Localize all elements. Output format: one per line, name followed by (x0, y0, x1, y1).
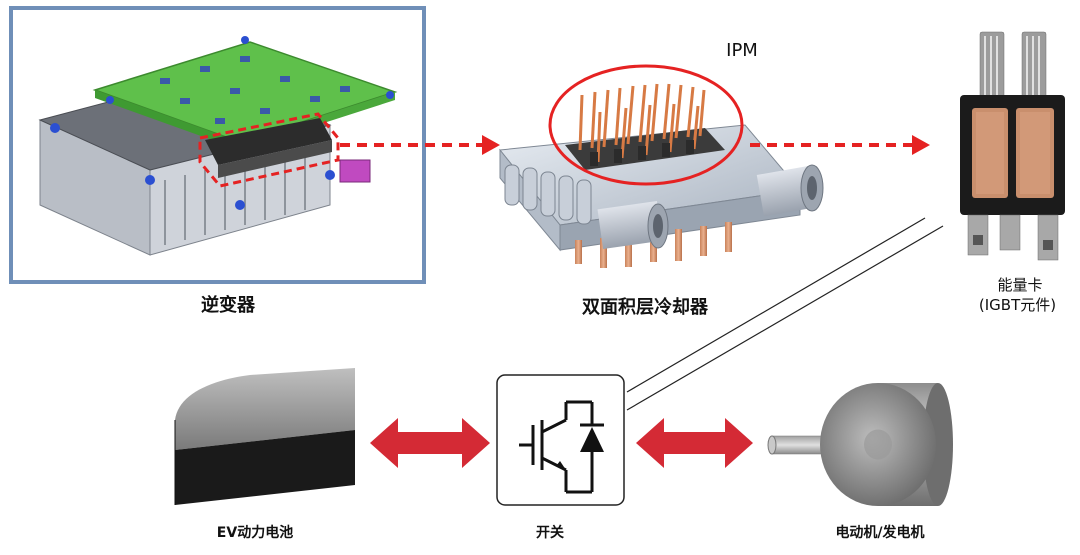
cooler-illustration (499, 64, 824, 268)
power-card-illustration (960, 31, 1065, 261)
motor-label: 电动机/发电机 (835, 525, 925, 541)
arrow-inverter-to-cooler (340, 135, 500, 155)
power-card-label-line1: 能量卡 (997, 276, 1043, 294)
battery-label: EV动力电池 (216, 525, 294, 541)
arrow-battery-switch (370, 418, 490, 468)
ipm-highlight-outline (198, 112, 340, 188)
ipm-module (565, 83, 725, 170)
cooler-pipe-right (756, 164, 824, 217)
motor-illustration (767, 383, 953, 506)
battery-illustration (174, 368, 355, 505)
inverter-label: 逆变器 (201, 295, 255, 316)
cooler-pipe-left (597, 201, 669, 249)
switch-symbol-box (496, 374, 625, 506)
ipm-highlight-ellipse (548, 64, 744, 186)
inverter-illustration (38, 36, 398, 256)
arrow-cooler-to-powercard (750, 135, 930, 155)
switch-label: 开关 (536, 525, 564, 541)
arrow-switch-motor (636, 418, 753, 468)
cooler-label: 双面积层冷却器 (582, 297, 708, 318)
callout-lines (626, 217, 944, 411)
ipm-label: IPM (726, 40, 758, 61)
inverter-panel (9, 6, 426, 284)
power-card-label-line2: (IGBT元件) (978, 296, 1057, 314)
